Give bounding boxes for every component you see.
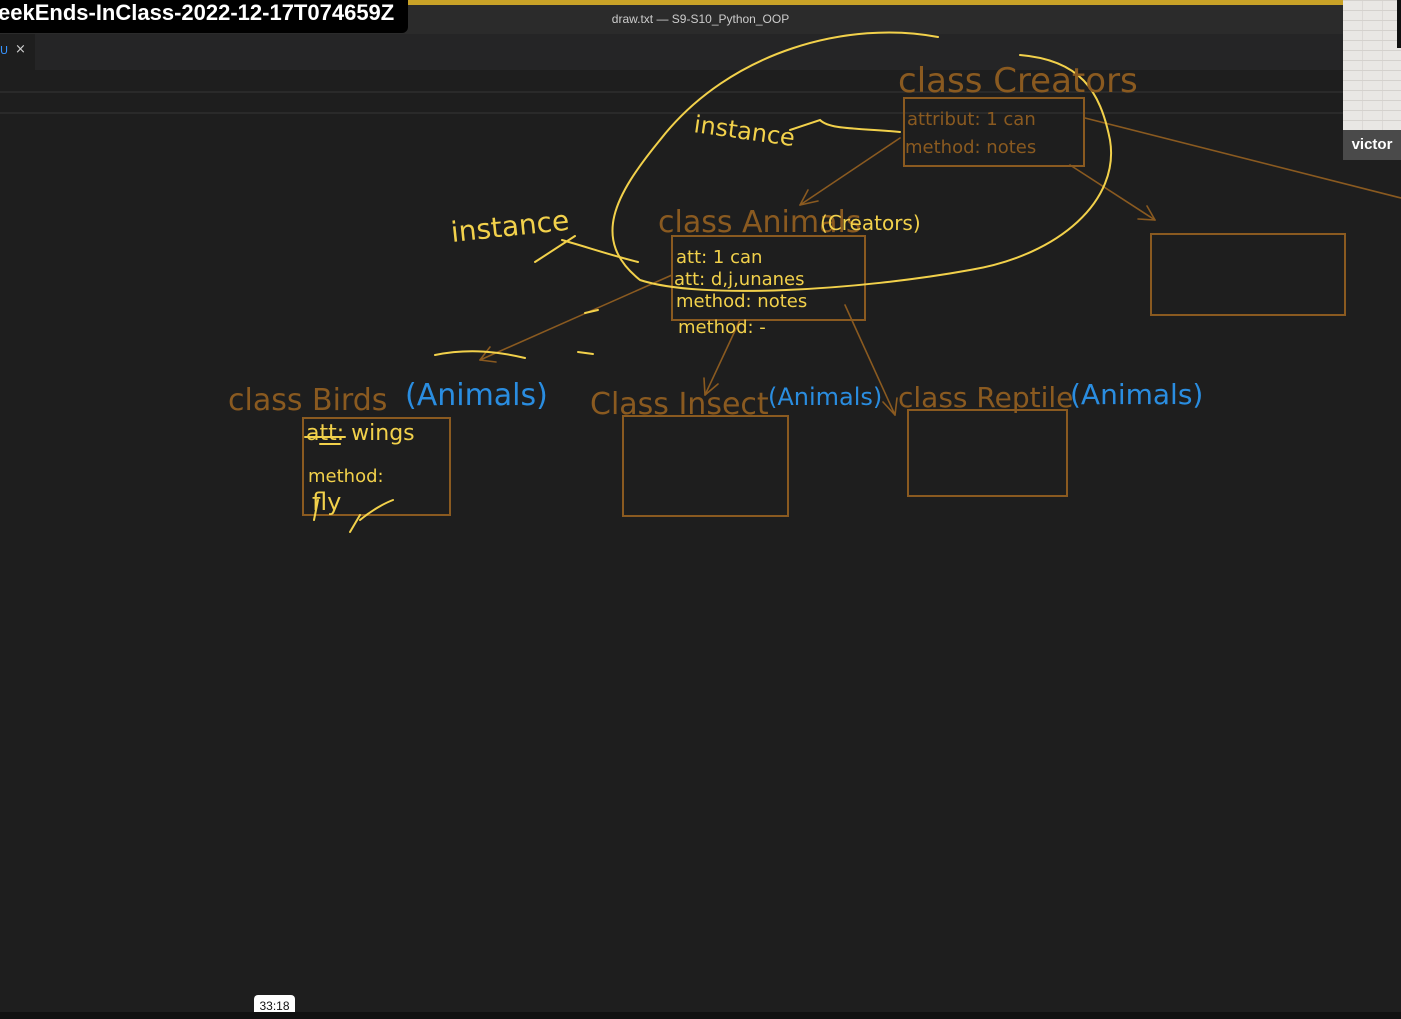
creators-heading: class Creators: [898, 61, 1138, 101]
participant-video: victor: [1343, 0, 1401, 160]
instance-left-pointer: [534, 235, 639, 263]
birds-attribute: att: wings: [306, 421, 415, 446]
instance-lasso: [611, 31, 1113, 292]
playback-timestamp: 33:18: [254, 995, 295, 1017]
bottom-bar: [0, 1012, 1401, 1019]
close-icon[interactable]: ×: [15, 42, 26, 57]
stray-mark: [577, 309, 599, 355]
recording-label: eekEnds-InClass-2022-12-17T074659Z: [0, 0, 395, 25]
empty-class-box: [1150, 233, 1346, 316]
editor-divider: [0, 112, 1343, 114]
creators-attribute: attribut: 1 can: [907, 109, 1036, 130]
underline-mark: [304, 436, 346, 445]
creators-box: [903, 97, 1085, 167]
tab-status-label: U: [0, 44, 9, 57]
fly-scribble: [313, 499, 394, 533]
birds-method-value: fly: [312, 488, 341, 516]
editor-tab-bar: U ×: [0, 34, 1343, 70]
instance-note-left: instance: [449, 204, 570, 249]
insect-parent: (Animals): [768, 383, 882, 411]
birds-box: [302, 417, 451, 516]
instance-note-top: instance: [692, 110, 797, 152]
creators-method: method: notes: [905, 137, 1036, 158]
animals-box: [671, 235, 866, 321]
animals-method-2: method: -: [678, 317, 766, 338]
window-title: draw.txt — S9-S10_Python_OOP: [611, 12, 790, 26]
instance-pointer: [789, 118, 901, 133]
insect-box: [622, 415, 789, 517]
video-frame-edge: [1397, 0, 1401, 48]
arrow-creators-offscreen: [1084, 117, 1401, 199]
reptile-box: [907, 409, 1068, 497]
animals-parent: (Creators): [820, 211, 921, 235]
arrow-animals-to-insect: [704, 319, 741, 396]
animals-heading: class Animals: [658, 205, 861, 240]
insect-heading: Class Insect: [590, 387, 769, 422]
arrow-creators-to-box: [1069, 164, 1156, 221]
birds-method: method:: [308, 466, 384, 487]
animals-method-1: method: notes: [676, 291, 807, 312]
arrow-animals-to-reptile: [844, 304, 896, 416]
tab-draw-txt[interactable]: U ×: [0, 34, 35, 70]
birds-heading: class Birds: [228, 383, 387, 418]
arrow-creators-to-animals: [799, 137, 901, 206]
reptile-heading: class Reptile: [898, 381, 1073, 414]
birds-parent: (Animals): [405, 378, 548, 413]
editor-divider: [0, 91, 1343, 93]
arrow-animals-to-birds: [479, 274, 673, 361]
reptile-parent: (Animals): [1070, 378, 1203, 411]
birds-lasso-tail: [434, 350, 526, 359]
animals-attr-1: att: 1 can: [676, 247, 762, 268]
recording-banner: eekEnds-InClass-2022-12-17T074659Z: [0, 0, 408, 33]
participant-name: victor: [1343, 130, 1401, 160]
animals-attr-2: att: d,j,unanes: [674, 269, 805, 290]
